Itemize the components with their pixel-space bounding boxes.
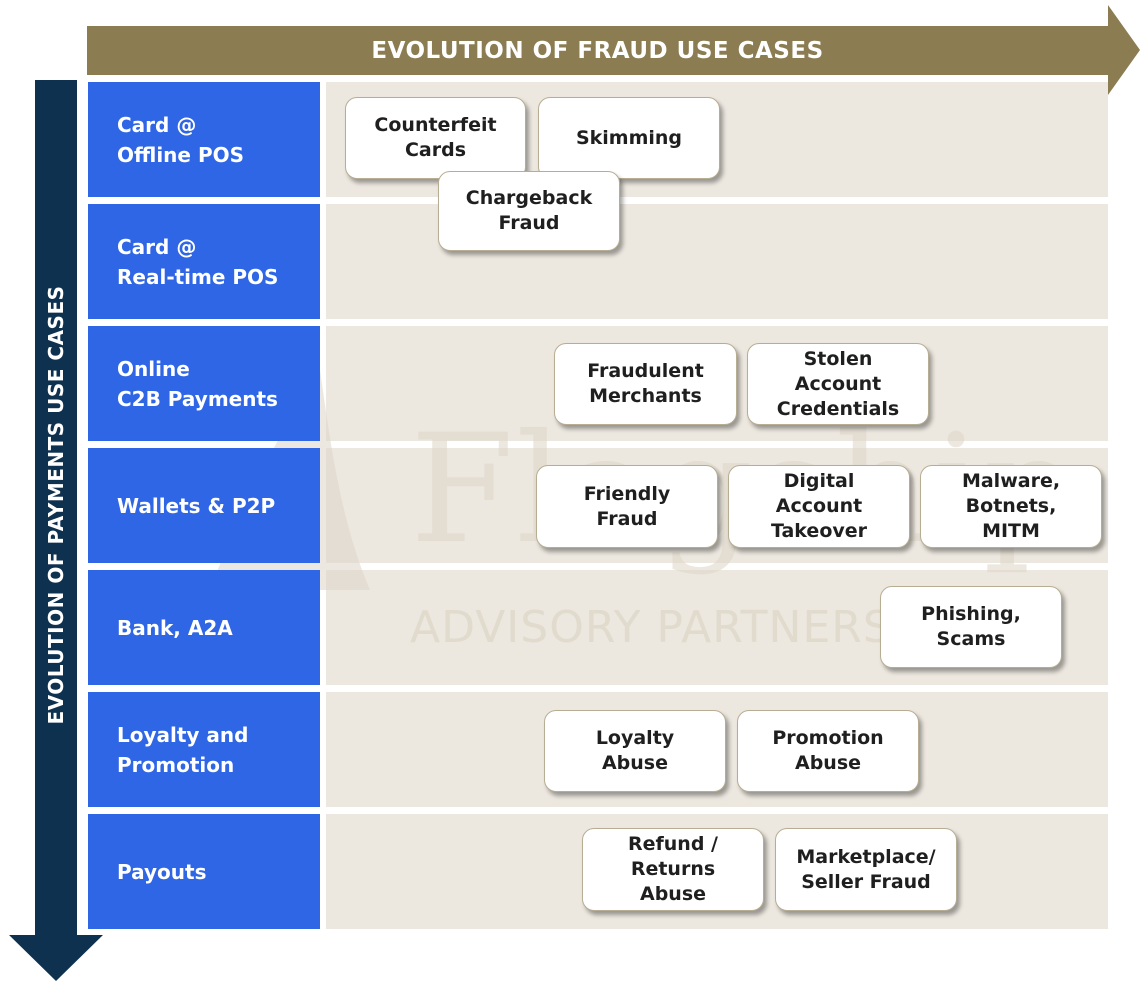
fraud-box-marketplace-seller-fraud: Marketplace/ Seller Fraud [775, 828, 957, 911]
fraud-box-friendly-fraud: Friendly Fraud [536, 465, 718, 548]
fraud-box-refund-returns-abuse: Refund / Returns Abuse [582, 828, 764, 911]
row-label-card-realtime-pos: Card @ Real-time POS [88, 204, 320, 319]
row-label-loyalty-promotion: Loyalty and Promotion [88, 692, 320, 807]
fraud-box-phishing-scams: Phishing, Scams [880, 586, 1062, 668]
top-arrow-shape [87, 5, 1140, 95]
fraud-box-counterfeit-cards: Counterfeit Cards [345, 97, 526, 179]
fraud-box-promotion-abuse: Promotion Abuse [737, 710, 919, 792]
fraud-box-chargeback-fraud: Chargeback Fraud [438, 171, 620, 251]
fraud-box-fraudulent-merchants: Fraudulent Merchants [554, 343, 737, 425]
top-arrow [87, 5, 1140, 95]
row-label-online-c2b: Online C2B Payments [88, 326, 320, 441]
fraud-box-skimming: Skimming [538, 97, 720, 179]
side-arrow-label: EVOLUTION OF PAYMENTS USE CASES [44, 285, 68, 725]
row-label-bank-a2a: Bank, A2A [88, 570, 320, 685]
row-label-payouts: Payouts [88, 814, 320, 929]
row-label-card-offline-pos: Card @ Offline POS [88, 82, 320, 197]
top-arrow-label: EVOLUTION OF FRAUD USE CASES [371, 37, 824, 64]
side-arrow [9, 80, 103, 981]
fraud-box-loyalty-abuse: Loyalty Abuse [544, 710, 726, 792]
watermark-subtext: ADVISORY PARTNERS [410, 602, 892, 653]
fraud-box-digital-account-takeover: Digital Account Takeover [728, 465, 910, 548]
fraud-box-stolen-account-credentials: Stolen Account Credentials [747, 343, 929, 425]
side-arrow-shape [9, 80, 103, 981]
fraud-box-malware-botnets-mitm: Malware, Botnets, MITM [920, 465, 1102, 548]
row-label-wallets-p2p: Wallets & P2P [88, 448, 320, 563]
